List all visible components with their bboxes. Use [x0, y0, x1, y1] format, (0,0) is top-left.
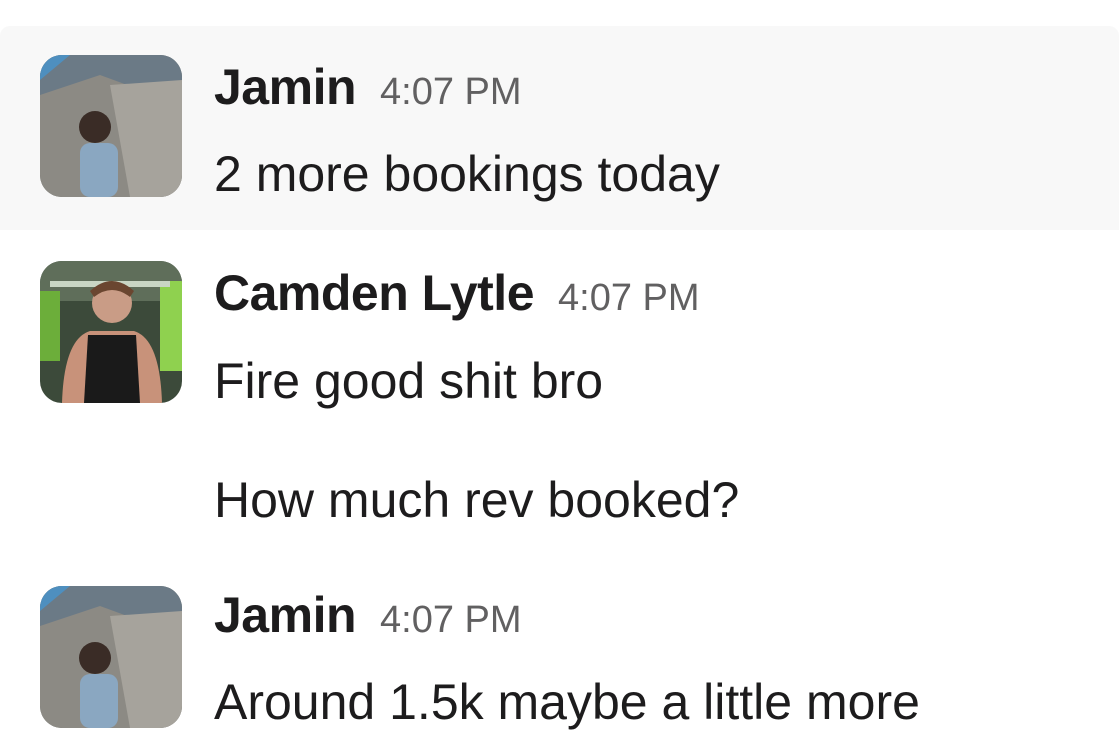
avatar[interactable]: [40, 261, 182, 403]
avatar[interactable]: [40, 586, 182, 728]
message-text: Around 1.5k maybe a little more: [214, 674, 920, 730]
avatar-photo-outdoor: [40, 586, 182, 728]
avatar-photo-outdoor: [40, 55, 182, 197]
timestamp[interactable]: 4:07 PM: [558, 277, 700, 319]
message-text: How much rev booked?: [214, 472, 740, 528]
author-name[interactable]: Jamin: [214, 587, 357, 643]
message-item[interactable]: Jamin 4:07 PM Around 1.5k maybe a little …: [0, 550, 1119, 756]
timestamp[interactable]: 4:07 PM: [380, 71, 522, 113]
message-item[interactable]: Camden Lytle 4:07 PM Fire good shit bro H…: [0, 230, 1119, 550]
message-text: Fire good shit bro: [214, 353, 604, 409]
message-text: 2 more bookings today: [214, 146, 720, 202]
author-name[interactable]: Camden Lytle: [214, 265, 535, 321]
message-item[interactable]: Jamin 4:07 PM 2 more bookings today: [0, 26, 1119, 230]
author-name[interactable]: Jamin: [214, 59, 357, 115]
avatar[interactable]: [40, 55, 182, 197]
avatar-photo-gym: [40, 261, 182, 403]
timestamp[interactable]: 4:07 PM: [380, 599, 522, 641]
